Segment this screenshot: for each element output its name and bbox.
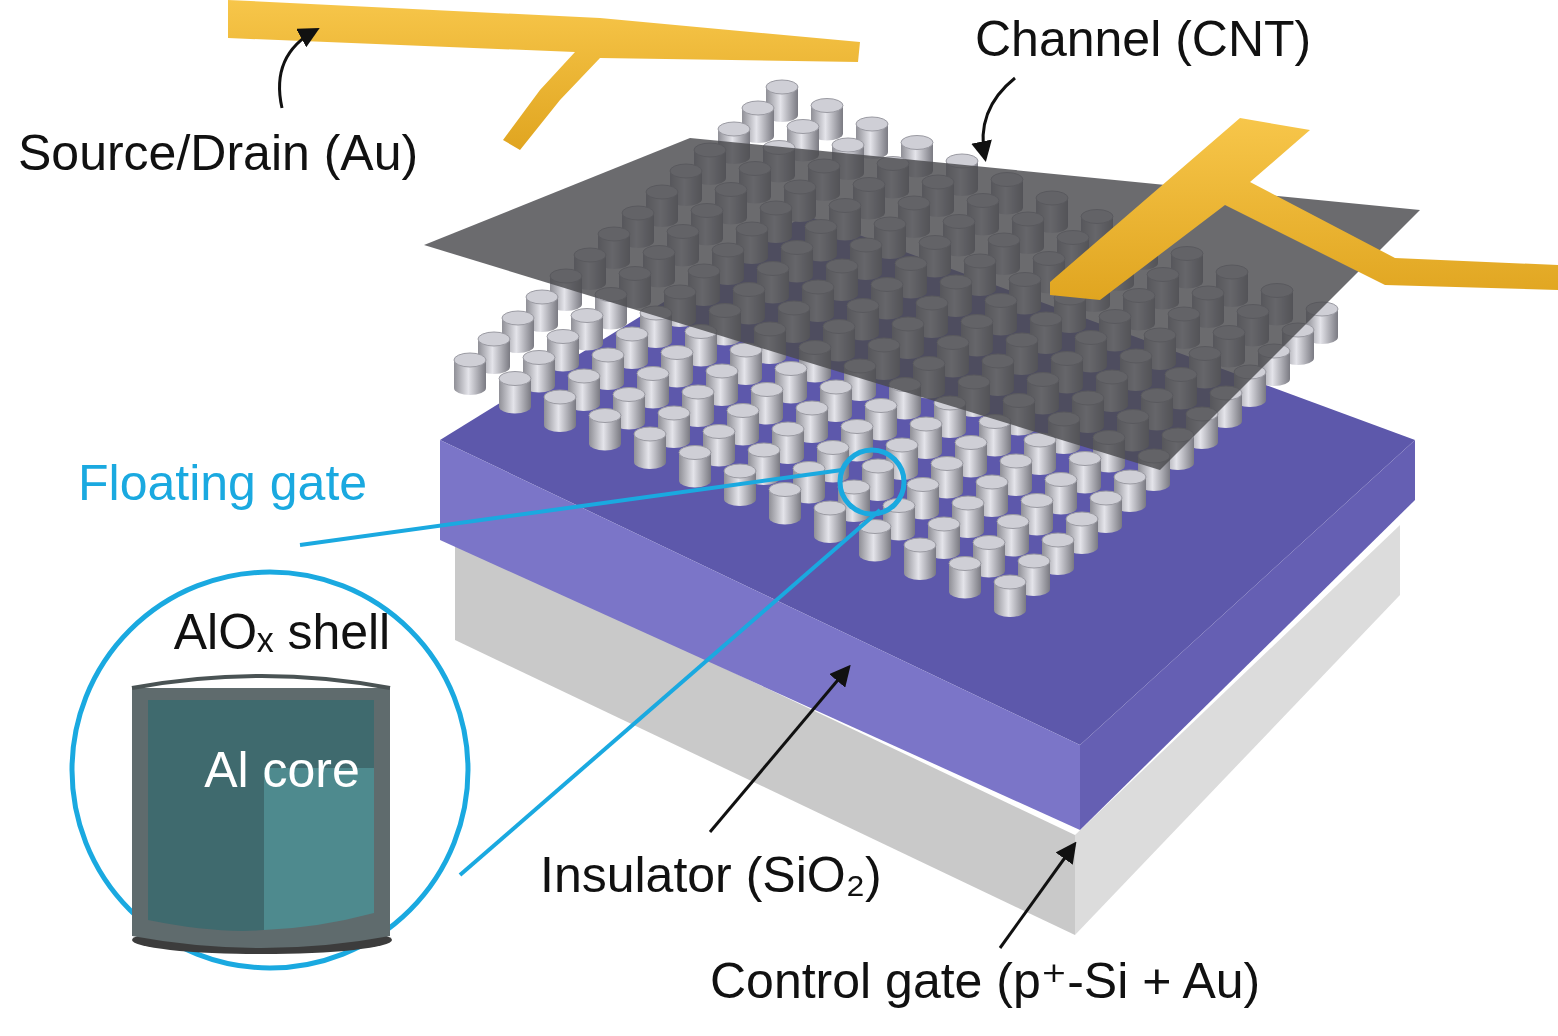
- insulator-label: Insulator (SiO₂): [540, 850, 882, 900]
- leader-arrow: [983, 78, 1015, 158]
- pillar-top: [454, 353, 486, 367]
- zoom-border: [72, 572, 468, 968]
- al-pillar: [454, 353, 486, 395]
- pillar-top: [997, 515, 1029, 529]
- pillar-top: [796, 401, 828, 415]
- pillar-top: [502, 311, 534, 325]
- pillar-top: [817, 441, 849, 455]
- pillar-top: [1000, 454, 1032, 468]
- pillar-top: [766, 80, 798, 94]
- pillar-top: [769, 483, 801, 497]
- pillar-top: [568, 369, 600, 383]
- zoom-target: [840, 450, 904, 514]
- pillar-top: [1021, 494, 1053, 508]
- pillar-top: [973, 536, 1005, 550]
- pillar-top: [994, 575, 1026, 589]
- pillar-top: [952, 496, 984, 510]
- pillar-top: [748, 443, 780, 457]
- source-drain-label: Source/Drain (Au): [18, 128, 418, 178]
- al-pillar: [544, 390, 576, 432]
- pillar-top: [478, 332, 510, 346]
- pillar-top: [1066, 512, 1098, 526]
- pillar-top: [1069, 452, 1101, 466]
- pillar-top: [1090, 491, 1122, 505]
- pillar-top: [658, 406, 690, 420]
- al-pillar: [769, 483, 801, 525]
- pillar-top: [901, 136, 933, 150]
- pillar-top: [661, 346, 693, 360]
- pillar-top: [592, 348, 624, 362]
- pillar-top: [706, 364, 738, 378]
- pillar-top: [787, 120, 819, 134]
- leader-arrow: [280, 30, 316, 108]
- al-pillar: [679, 446, 711, 488]
- pillar-top: [742, 101, 774, 115]
- pillar-top: [1114, 470, 1146, 484]
- drain-electrode: [1050, 118, 1558, 300]
- al-pillar: [589, 409, 621, 451]
- pillar-top: [703, 425, 735, 439]
- pillar-top: [865, 399, 897, 413]
- zoom-line: [460, 510, 880, 875]
- pillar-top: [886, 438, 918, 452]
- pillar-top: [955, 436, 987, 450]
- pillar-top: [820, 380, 852, 394]
- pillar-top: [571, 309, 603, 323]
- pillar-top: [727, 404, 759, 418]
- pillar-top: [499, 372, 531, 386]
- zoom-line: [300, 470, 842, 545]
- pillar-top: [814, 501, 846, 515]
- pillar-top: [547, 330, 579, 344]
- pillar-top: [1045, 473, 1077, 487]
- pillar-top: [910, 417, 942, 431]
- alox-shell: [132, 688, 390, 948]
- pillar-top: [907, 478, 939, 492]
- pillar-top: [589, 409, 621, 423]
- pillar-top: [832, 138, 864, 152]
- pillar-top: [718, 122, 750, 136]
- pillar-top: [1042, 533, 1074, 547]
- pillar-top: [856, 117, 888, 131]
- pillar-top: [949, 557, 981, 571]
- pillar-top: [904, 538, 936, 552]
- channel-label: Channel (CNT): [975, 14, 1311, 64]
- control-gate-label: Control gate (p⁺-Si + Au): [710, 956, 1260, 1006]
- pillar-top: [724, 464, 756, 478]
- pillar-top: [841, 420, 873, 434]
- al-pillar: [994, 575, 1026, 617]
- leader-arrow: [710, 668, 848, 832]
- pillar-top: [811, 99, 843, 113]
- al-core: [148, 700, 374, 931]
- al-pillar: [499, 372, 531, 414]
- al-pillar: [904, 538, 936, 580]
- pillar-top: [526, 290, 558, 304]
- pillar-top: [751, 383, 783, 397]
- pillar-top: [862, 459, 894, 473]
- core-label: Al core: [204, 745, 360, 795]
- al-pillar: [634, 427, 666, 469]
- pillar-top: [775, 362, 807, 376]
- pillar-top: [523, 351, 555, 365]
- pillar-top: [679, 446, 711, 460]
- pillar-top: [634, 427, 666, 441]
- pillar-top: [616, 327, 648, 341]
- insulator-right-face: [1080, 440, 1415, 830]
- zoom-circle: AlOₓ shell Al core: [68, 568, 472, 972]
- pillar-top: [613, 388, 645, 402]
- pillar-top: [637, 367, 669, 381]
- pillar-top: [682, 385, 714, 399]
- pillar-top: [544, 390, 576, 404]
- shell-label: AlOₓ shell: [174, 607, 390, 657]
- leader-arrow: [1000, 845, 1074, 948]
- pillar-top: [772, 422, 804, 436]
- cnt-channel-sheet: [424, 138, 1420, 470]
- pillar-top: [931, 457, 963, 471]
- pillar-top: [976, 475, 1008, 489]
- floating-gate-label: Floating gate: [78, 458, 367, 508]
- al-pillar: [949, 557, 981, 599]
- cylinder-rim: [132, 676, 390, 688]
- al-pillar: [814, 501, 846, 543]
- pillar-top: [928, 517, 960, 531]
- pillar-top: [1018, 554, 1050, 568]
